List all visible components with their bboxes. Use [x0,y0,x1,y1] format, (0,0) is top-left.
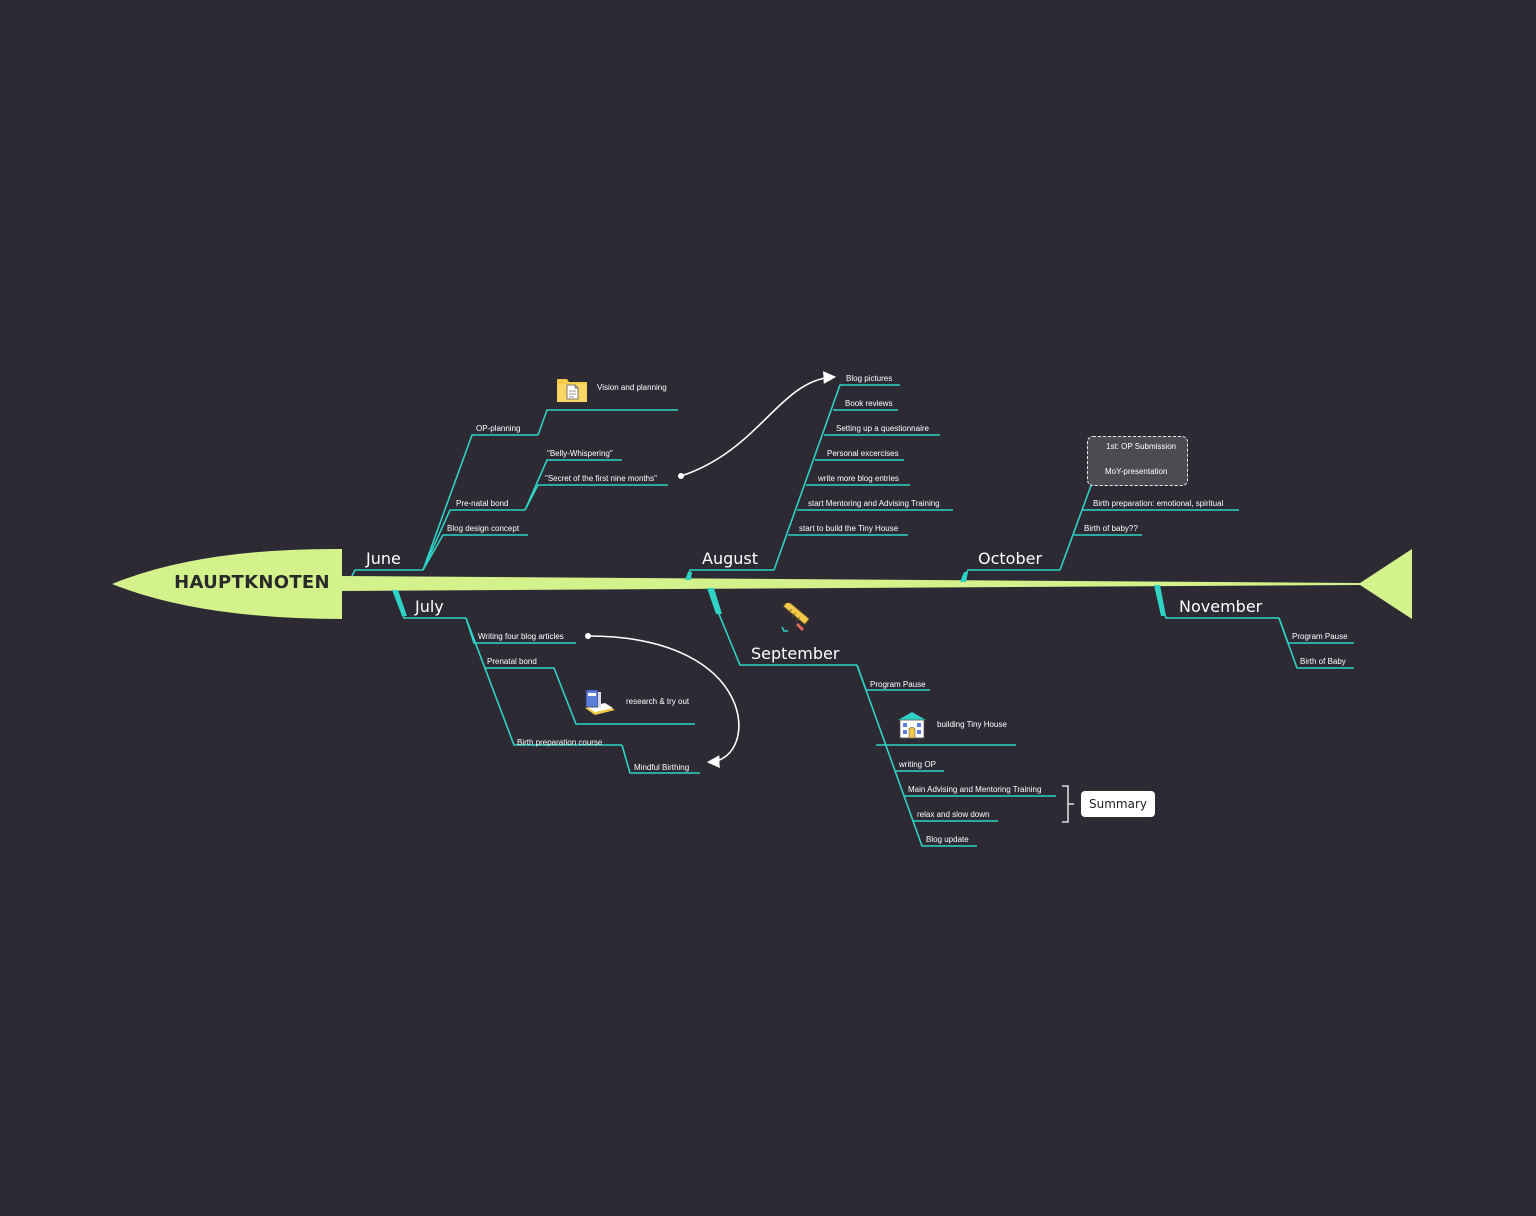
books-icon [585,689,615,715]
topic-vision-and-planning[interactable]: Vision and planning [597,383,667,392]
relationship-writing-to-mindful[interactable] [587,635,740,768]
topic-start-mentoring[interactable]: start Mentoring and Advising Training [808,499,940,508]
month-september[interactable]: September [751,644,840,663]
topic-blog-update[interactable]: Blog update [926,835,969,844]
month-november[interactable]: November [1179,597,1263,616]
document-folder-icon [557,379,587,402]
topic-write-more-blog-entries[interactable]: write more blog entries [818,474,899,483]
topic-birth-of-baby[interactable]: Birth of Baby [1300,657,1346,666]
pencil-ruler-icon [781,603,810,632]
topic-research-try-out[interactable]: research & try out [626,697,690,706]
topic-building-tiny-house[interactable]: building Tiny House [937,720,1007,729]
month-august[interactable]: August [702,549,758,568]
topic-setting-up-questionnaire[interactable]: Setting up a questionnaire [836,424,929,433]
topic-program-pause-nov[interactable]: Program Pause [1292,632,1348,641]
topic-program-pause-sep[interactable]: Program Pause [870,680,926,689]
relationship-secret-to-blog-pictures[interactable] [680,371,837,477]
relationship-lines [587,371,837,768]
topic-blog-design-concept[interactable]: Blog design concept [447,524,520,533]
house-icon [898,712,926,739]
boundary-box[interactable] [1087,436,1188,486]
topic-writing-op[interactable]: writing OP [899,760,936,769]
topic-writing-four-blog-articles[interactable]: Writing four blog articles [478,632,564,641]
month-july[interactable]: July [415,597,444,616]
relationship-start-dot [678,473,684,479]
topic-mindful-birthing[interactable]: Mindful Birthing [634,763,690,772]
topic-book-reviews[interactable]: Book reviews [845,399,893,408]
topic-birth-of-baby-question[interactable]: Birth of baby?? [1084,524,1138,533]
topic-main-advising[interactable]: Main Advising and Mentoring Training [908,785,1042,794]
month-june[interactable]: June [366,549,401,568]
topic-birth-preparation-emotional[interactable]: Birth preparation: emotional, spiritual [1093,499,1224,508]
topic-secret-first-nine-months[interactable]: "Secret of the first nine months" [545,474,657,483]
topic-belly-whispering[interactable]: "Belly-Whispering" [547,449,613,458]
summary-topic[interactable]: Summary [1081,791,1155,817]
topic-op-submission[interactable]: 1st: OP Submission [1106,442,1177,451]
topic-birth-preparation-course[interactable]: Birth preparation course [517,738,603,747]
topic-blog-pictures[interactable]: Blog pictures [846,374,893,383]
topic-relax-slow-down[interactable]: relax and slow down [917,810,990,819]
month-stems [392,572,1166,616]
topic-prenatal-bond[interactable]: Prenatal bond [487,657,537,666]
topic-start-tiny-house[interactable]: start to build the Tiny House [799,524,899,533]
fish-spine [112,548,1412,619]
topic-moy-presentation[interactable]: MoY-presentation [1105,467,1168,476]
summary-bracket [1062,785,1074,823]
root-topic[interactable]: HAUPTKNOTEN [174,572,330,593]
topic-personal-excercises[interactable]: Personal excercises [827,449,899,458]
relationship-start-dot [585,633,591,639]
topic-op-planning[interactable]: OP-planning [476,424,521,433]
topic-pre-natal-bond[interactable]: Pre-natal bond [456,499,509,508]
month-october[interactable]: October [978,549,1043,568]
